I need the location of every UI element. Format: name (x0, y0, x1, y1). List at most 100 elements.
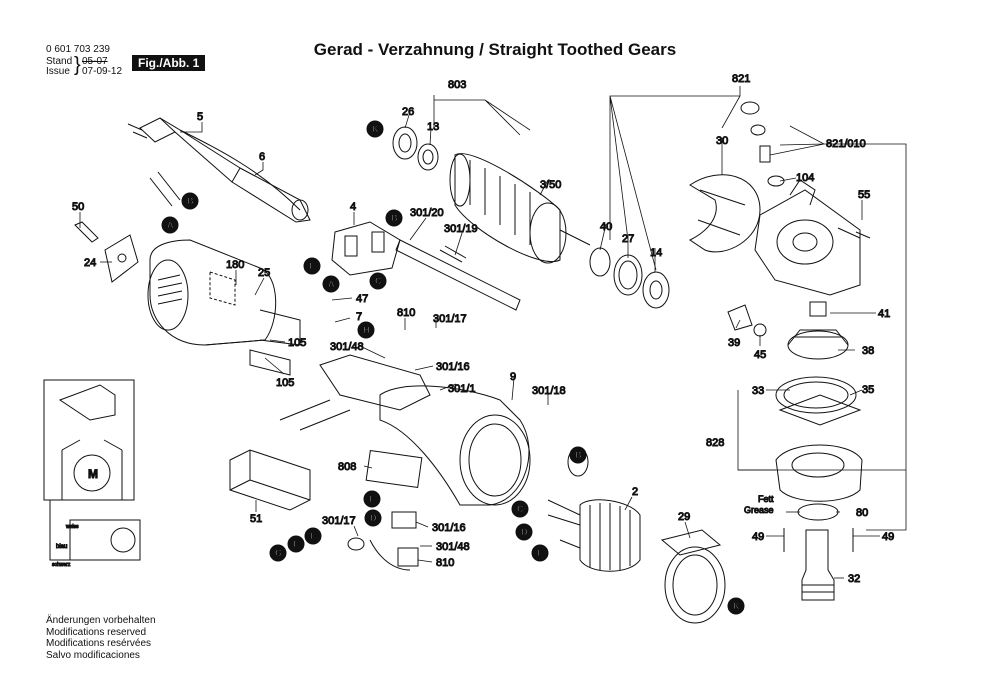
part-label: 301/17 (433, 313, 467, 325)
part-label: 49 (752, 531, 764, 543)
part-label: 35 (862, 384, 874, 396)
part-label: 301/18 (532, 385, 566, 397)
part-label: 2 (632, 486, 638, 498)
callout-letter: B (391, 213, 398, 223)
callout-circle (531, 544, 549, 562)
part-label: 51 (250, 513, 262, 525)
motor-housing-drawing (147, 239, 301, 376)
gear-housing-drawing (754, 179, 861, 296)
part-label: 180 (226, 259, 244, 271)
part-label: 105 (276, 377, 294, 389)
part-label: 828 (706, 437, 724, 449)
callout-circle (287, 535, 305, 553)
note-line: Salvo modificaciones (46, 649, 140, 661)
callout-letter: D (521, 527, 528, 537)
callout-circle (357, 321, 375, 339)
part-label: 45 (754, 349, 766, 361)
note-line: Änderungen vorbehalten (46, 615, 156, 626)
brace-icon: } (74, 54, 81, 76)
callout-circle (569, 446, 587, 464)
spring-plate-drawing (395, 239, 521, 311)
part-label: 4 (350, 201, 356, 213)
part-label: 30 (716, 135, 728, 147)
wheel-guard-drawing (689, 174, 761, 253)
callout-letter: F (293, 539, 299, 549)
part-label: 810 (436, 557, 454, 569)
part-label: 55 (858, 189, 870, 201)
part-label: 301/16 (432, 522, 466, 534)
wiring-schematic (43, 379, 141, 561)
part-label: 808 (338, 461, 356, 473)
part-label: 301/17 (322, 515, 356, 527)
part-label: 27 (622, 233, 634, 245)
callout-circle (269, 544, 287, 562)
part-label: 5 (197, 111, 203, 123)
callout-circle (727, 597, 745, 615)
part-label: 29 (678, 511, 690, 523)
bearing-drawing (392, 126, 439, 171)
note-line: Modifications reserved (46, 626, 147, 638)
air-guide-drawing (660, 529, 726, 624)
grease-annotation: Fett (758, 494, 774, 504)
callout-circle (181, 192, 199, 210)
part-label: 40 (600, 221, 612, 233)
grease-annotation: Grease (744, 505, 774, 515)
part-label: 26 (402, 106, 414, 118)
stator-drawing (547, 447, 641, 572)
callout-circle (363, 490, 381, 508)
callout-letter: E (537, 548, 543, 558)
part-label: 14 (650, 247, 662, 259)
part-label: 301/48 (330, 341, 364, 353)
callout-letter: H (363, 325, 370, 335)
part-label: 301/1 (448, 383, 476, 395)
callout-circle (304, 527, 322, 545)
spindle-parts-drawing (740, 101, 871, 239)
callout-letter: F (309, 261, 315, 271)
callout-circle (366, 120, 384, 138)
part-label: 25 (258, 267, 270, 279)
issue-label: Issue (46, 66, 70, 77)
wire-label: schwarz (52, 562, 71, 568)
callout-circle (303, 257, 321, 275)
part-label: 50 (72, 201, 84, 213)
part-label: 32 (848, 573, 860, 585)
part-label: 104 (796, 172, 814, 184)
part-label: 803 (448, 79, 466, 91)
issue-date: 07-09-12 (82, 66, 123, 77)
electronic-module-drawing (229, 449, 311, 511)
switch-drawing (347, 511, 419, 571)
wire-label: blau (56, 544, 67, 550)
part-label: 7 (356, 311, 362, 323)
callout-letter: E (310, 531, 316, 541)
callout-circle (511, 500, 529, 518)
figure-label: Fig./Abb. 1 (132, 55, 206, 71)
part-label: 301/48 (436, 541, 470, 553)
part-label: 821/010 (826, 138, 866, 150)
leader-lines (79, 86, 907, 579)
callout-circle (515, 523, 533, 541)
label-plate-drawing (365, 449, 423, 489)
motor-housing-body-drawing (279, 354, 531, 506)
callout-letter: G (275, 548, 282, 558)
wire-label: weiss (66, 524, 79, 530)
part-label: 810 (397, 307, 415, 319)
brush-holder-drawing (331, 221, 401, 276)
part-label: 38 (862, 345, 874, 357)
part-label: 301/16 (436, 361, 470, 373)
callout-letter: D (370, 513, 377, 523)
page-title: Gerad - Verzahnung / Straight Toothed Ge… (313, 40, 677, 59)
part-label: 41 (878, 308, 890, 320)
document-number: 0 601 703 239 (46, 44, 110, 55)
part-label: 47 (356, 293, 368, 305)
stand-date: 05-07 (82, 56, 108, 67)
callout-letter: E (369, 494, 375, 504)
callout-letter: A (167, 220, 174, 230)
callout-letter: K (733, 601, 740, 611)
callout-letter: B (187, 196, 194, 206)
part-label: 301/20 (410, 207, 444, 219)
part-number-labels: 5 6 50 24 180 25 105 105 4 301/20 301/19… (72, 73, 895, 586)
callout-letter: C (517, 504, 524, 514)
motor-symbol: M (88, 467, 98, 481)
part-label: 33 (752, 385, 764, 397)
bracket-drawing (74, 221, 139, 283)
